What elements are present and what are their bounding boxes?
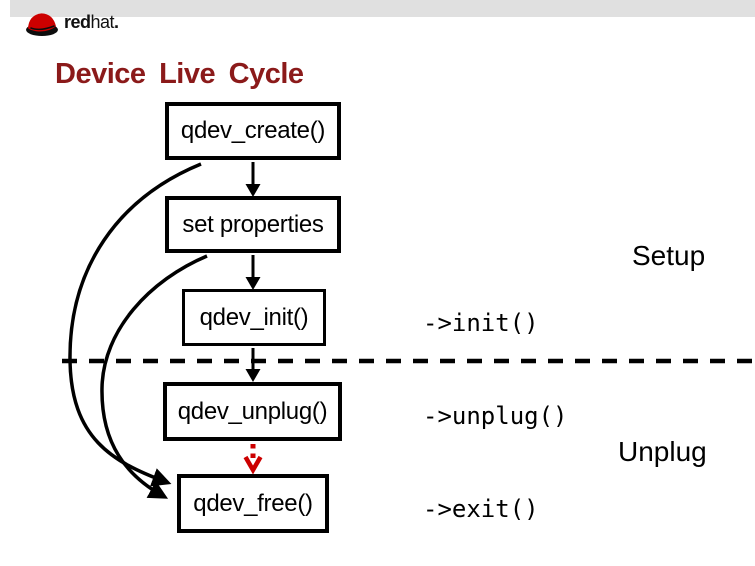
- node-set-properties: set properties: [165, 196, 341, 253]
- phase-label-setup: Setup: [632, 240, 706, 271]
- callback-exit-label: ->exit(): [423, 495, 539, 523]
- arrow-set-to-init: [245, 255, 261, 290]
- arrow-unplug-to-free-dotted: [243, 444, 263, 475]
- redhat-logo: redhat.: [24, 8, 119, 37]
- redhat-wordmark: redhat.: [64, 12, 119, 33]
- arrow-create-to-set: [245, 162, 261, 197]
- wordmark-red: red: [64, 12, 91, 32]
- node-qdev-free: qdev_free(): [177, 474, 329, 533]
- arrow-init-to-unplug: [245, 348, 261, 382]
- redhat-hat-icon: [26, 13, 58, 37]
- callback-init-label: ->init(): [423, 309, 539, 337]
- node-qdev-create: qdev_create(): [165, 102, 341, 160]
- node-qdev-unplug: qdev_unplug(): [163, 382, 342, 441]
- wordmark-hat: hat: [90, 12, 115, 32]
- node-qdev-init: qdev_init(): [182, 289, 326, 346]
- slide-top-strip: [10, 0, 755, 17]
- phase-label-unplug: Unplug: [618, 436, 707, 467]
- slide-title: Device Live Cycle: [55, 58, 304, 90]
- wordmark-period: .: [114, 12, 119, 32]
- callback-unplug-label: ->unplug(): [423, 402, 568, 430]
